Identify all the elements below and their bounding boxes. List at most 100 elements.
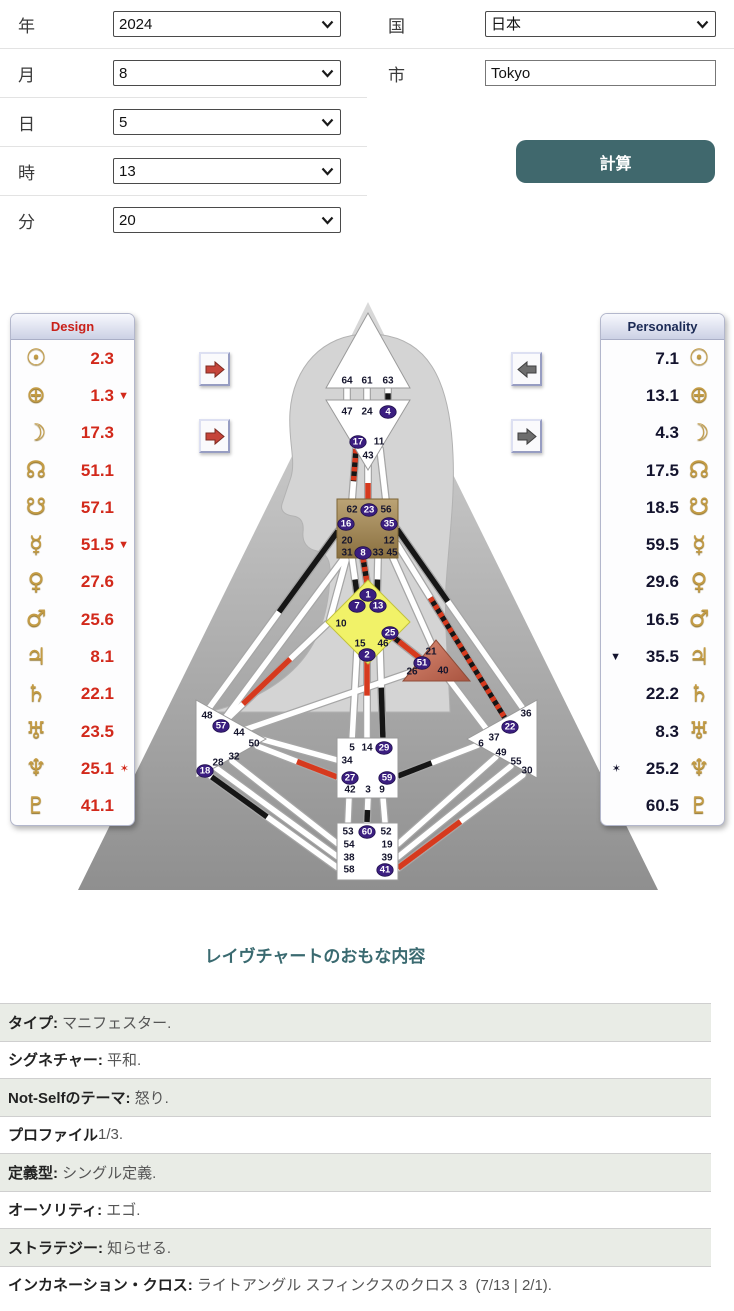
design-mercury-marker: ▼ <box>118 539 129 552</box>
gate-52: 52 <box>380 827 392 838</box>
design-pluto-value: 41.1 <box>80 796 114 816</box>
design-row-pluto: ♇ 41.1 <box>11 788 134 825</box>
dual-activation-stripe-12-22 <box>427 596 511 725</box>
design-row-jupiter: ♃8.1 <box>11 638 134 675</box>
country-select[interactable]: 日本 <box>485 11 716 37</box>
south-node-icon: ☋ <box>688 494 710 521</box>
gate-30: 30 <box>521 766 533 777</box>
summary-value-definition: シングル定義. <box>58 1164 157 1182</box>
channel-40-37 <box>441 670 494 738</box>
summary-title: レイヴチャートのおもな内容 <box>204 947 426 966</box>
summary-label-definition: 定義型: <box>8 1164 58 1182</box>
personality-row-jupiter: ▼35.5♃ <box>601 638 724 675</box>
gate-18-activation-circle <box>196 764 214 778</box>
gate-64: 64 <box>341 376 353 387</box>
gate-15: 15 <box>354 639 366 650</box>
personality-row-pluto: 60.5♇ <box>601 788 724 825</box>
gate-39: 39 <box>381 853 393 864</box>
gate-7-activation-circle <box>348 599 366 613</box>
pluto-icon: ♇ <box>25 792 47 819</box>
gate-16: 16 <box>341 519 352 530</box>
personality-south-node-value: 18.5 <box>645 497 679 517</box>
personality-activation-18-58 <box>209 774 269 820</box>
calculate-button[interactable]: 計算 <box>516 140 715 183</box>
summary-row-type: タイプ: マニフェスター. <box>0 1003 711 1041</box>
right-arrow-icon <box>205 360 225 378</box>
gate-47: 47 <box>341 407 353 418</box>
personality-north-node-value: 17.5 <box>645 460 679 480</box>
channel-49-19 <box>395 754 499 847</box>
city-input[interactable] <box>485 60 716 86</box>
country-row: 国 日本 <box>367 0 734 49</box>
personality-sun-value: 7.1 <box>655 348 679 368</box>
personality-arrow-top[interactable] <box>511 352 542 386</box>
design-row-saturn: ♄22.1 <box>11 676 134 713</box>
personality-row-north-node: 17.5☊ <box>601 452 724 489</box>
mars-icon: ♂ <box>688 606 710 633</box>
personality-mars-value: 16.5 <box>645 609 679 629</box>
design-row-venus: ♀27.6 <box>11 564 134 601</box>
design-panel-title: Design <box>11 314 134 340</box>
summary-row-strategy: ストラテジー: 知らせる. <box>0 1228 711 1266</box>
channel-9-52 <box>380 795 388 825</box>
design-south-node-value: 57.1 <box>80 497 114 517</box>
mercury-icon: ☿ <box>691 531 707 558</box>
earth-icon: ⊕ <box>689 382 709 409</box>
year-select[interactable]: 2024 <box>113 11 341 37</box>
design-arrow-top[interactable] <box>199 352 230 386</box>
summary-row-definition: 定義型: シングル定義. <box>0 1153 711 1191</box>
personality-row-mars: 16.5 ♂ <box>601 601 724 638</box>
gate-45: 45 <box>386 548 398 559</box>
channel-11-56 <box>377 446 389 504</box>
gate-2-activation-circle <box>358 648 376 662</box>
gate-16-activation-circle <box>337 517 355 531</box>
gate-31: 31 <box>341 548 353 559</box>
gate-41: 41 <box>380 865 391 876</box>
uranus-icon: ♅ <box>688 718 710 745</box>
gate-62: 62 <box>346 505 358 516</box>
gate-57-activation-circle <box>212 719 230 733</box>
minute-label: 分 <box>18 212 35 232</box>
gate-8-activation-circle <box>354 546 372 560</box>
gate-19: 19 <box>381 840 393 851</box>
gate-33: 33 <box>372 548 384 559</box>
minute-select[interactable]: 20 <box>113 207 341 233</box>
gate-61: 61 <box>361 376 373 387</box>
gate-13: 13 <box>373 601 384 612</box>
mercury-icon: ☿ <box>28 531 44 558</box>
hour-select[interactable]: 13 <box>113 158 341 184</box>
design-activation-25-51 <box>398 640 423 662</box>
pluto-icon: ♇ <box>688 792 710 819</box>
month-select[interactable]: 8 <box>113 60 341 86</box>
summary-table: タイプ: マニフェスター.シグネチャー: 平和.Not-Selfのテーマ: 怒り… <box>0 1003 711 1303</box>
summary-value-type: マニフェスター. <box>58 1014 172 1032</box>
gate-41-activation-circle <box>376 863 394 877</box>
design-earth-marker: ▼ <box>118 389 129 402</box>
gate-59-activation-circle <box>378 771 396 785</box>
dual-activation-stripe-8-1 <box>360 557 370 580</box>
design-panel: Design ☉2.3⊕1.3▼☽17.3☊51.1☋57.1☿51.5▼♀27… <box>10 313 135 826</box>
design-row-mars: ♂25.6 <box>11 601 134 638</box>
design-row-south-node: ☋57.1 <box>11 489 134 526</box>
gate-1-activation-circle <box>359 588 377 602</box>
personality-venus-value: 29.6 <box>645 572 679 592</box>
neptune-icon: ♆ <box>25 755 47 782</box>
gate-58: 58 <box>343 865 355 876</box>
summary-label-not-self-theme: Not-Selfのテーマ: <box>8 1089 131 1107</box>
gate-25-activation-circle <box>381 626 399 640</box>
personality-arrow-bottom[interactable] <box>511 419 542 453</box>
day-select[interactable]: 5 <box>113 109 341 135</box>
minute-row: 分 20 <box>0 196 367 244</box>
personality-uranus-value: 8.3 <box>655 721 679 741</box>
spleen-center <box>195 699 268 779</box>
summary-value-profile: 1/3. <box>98 1126 124 1144</box>
summary-row-incarnation-cross: インカネーション・クロス: ライトアングル スフィンクスのクロス 3 (7/13… <box>0 1265 711 1304</box>
design-arrow-bottom[interactable] <box>199 419 230 453</box>
personality-earth-value: 13.1 <box>645 385 679 405</box>
moon-icon: ☽ <box>688 419 710 446</box>
gate-4: 4 <box>385 407 391 418</box>
personality-mercury-value: 59.5 <box>645 535 679 555</box>
design-uranus-value: 23.5 <box>80 721 114 741</box>
dual-activation-base-17-62 <box>350 448 359 482</box>
